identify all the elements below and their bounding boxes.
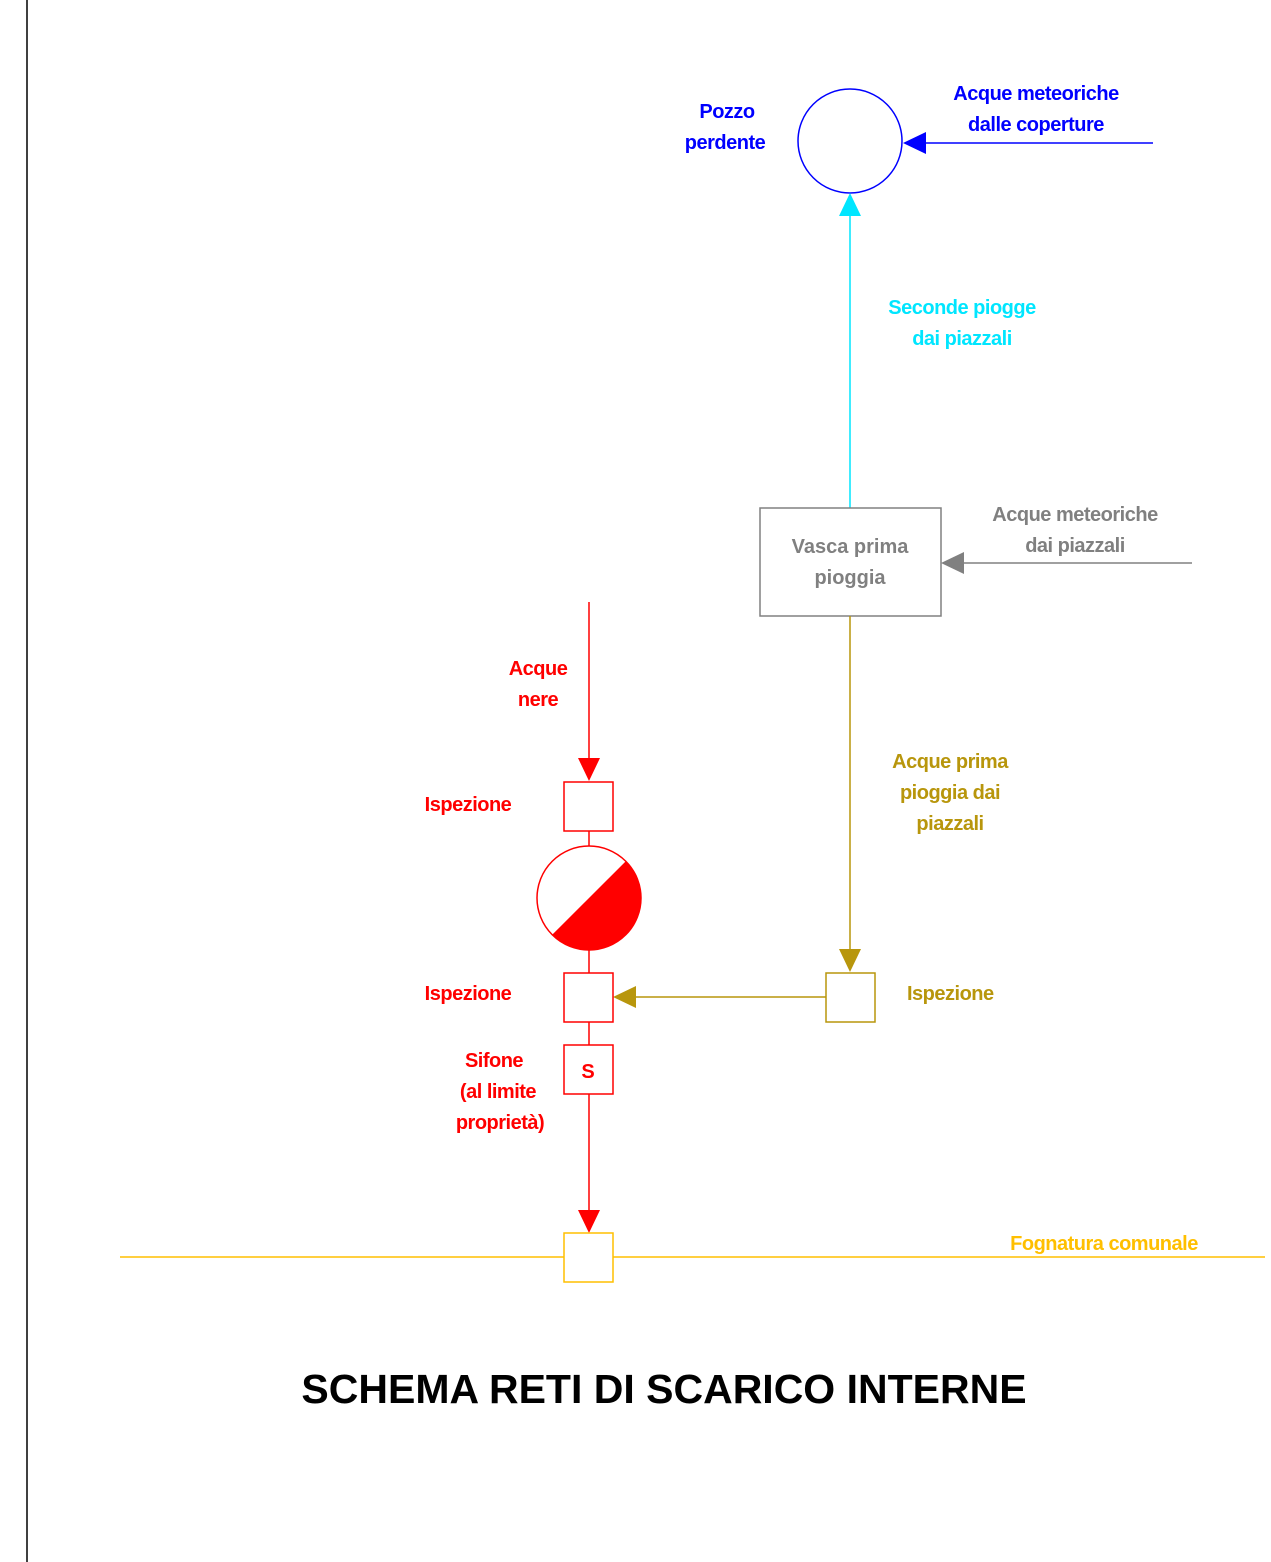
acque-nere-label-1: Acque: [509, 658, 568, 680]
red-outlet-arrowhead: [578, 1210, 600, 1233]
vasca-label-2: pioggia: [814, 567, 886, 589]
ispezione-connection-arrowhead: [613, 986, 636, 1008]
vasca-label-1: Vasca prima: [792, 536, 910, 558]
ispezione-top-label: Ispezione: [425, 794, 512, 816]
meteoriche-piazzali-label-2: dai piazzali: [1025, 535, 1125, 557]
separator-fill: [552, 861, 642, 951]
meteoriche-piazzali-arrowhead: [941, 552, 964, 574]
prima-pioggia-label-3: piazzali: [916, 813, 983, 835]
acque-nere-label-2: nere: [518, 689, 559, 711]
seconde-piogge-arrowhead: [839, 193, 861, 216]
pozzo-label-1: Pozzo: [699, 101, 755, 123]
sifone-symbol: S: [581, 1061, 594, 1083]
fognatura-label: Fognatura comunale: [1010, 1233, 1198, 1255]
sifone-label-1: Sifone: [465, 1050, 523, 1072]
sifone-label-3: proprietà): [456, 1112, 544, 1134]
ispezione-right-label: Ispezione: [907, 983, 994, 1005]
prima-pioggia-label-2: pioggia dai: [900, 782, 1000, 804]
diagram-title: SCHEMA RETI DI SCARICO INTERNE: [301, 1366, 1026, 1412]
meteoriche-coperture-arrowhead: [903, 132, 926, 154]
pozzo-perdente-circle: [797, 88, 903, 194]
prima-pioggia-arrowhead: [839, 949, 861, 972]
prima-pioggia-label-1: Acque prima: [892, 751, 1009, 773]
fognatura-manhole-box: [563, 1232, 614, 1283]
ispezione-top-box: [563, 781, 614, 832]
acque-nere-arrowhead: [578, 758, 600, 781]
ispezione-mid-box: [563, 972, 614, 1023]
sifone-label-2: (al limite: [460, 1081, 537, 1103]
seconde-piogge-label-1: Seconde piogge: [888, 297, 1036, 319]
vasca-prima-pioggia-box: [759, 507, 942, 617]
pozzo-label-2: perdente: [685, 132, 766, 154]
meteoriche-piazzali-label-1: Acque meteoriche: [992, 504, 1158, 526]
meteoriche-coperture-label-1: Acque meteoriche: [953, 83, 1119, 105]
ispezione-right-box: [825, 972, 876, 1023]
ispezione-mid-label: Ispezione: [425, 983, 512, 1005]
meteoriche-coperture-label-2: dalle coperture: [968, 114, 1104, 136]
seconde-piogge-label-2: dai piazzali: [912, 328, 1012, 350]
